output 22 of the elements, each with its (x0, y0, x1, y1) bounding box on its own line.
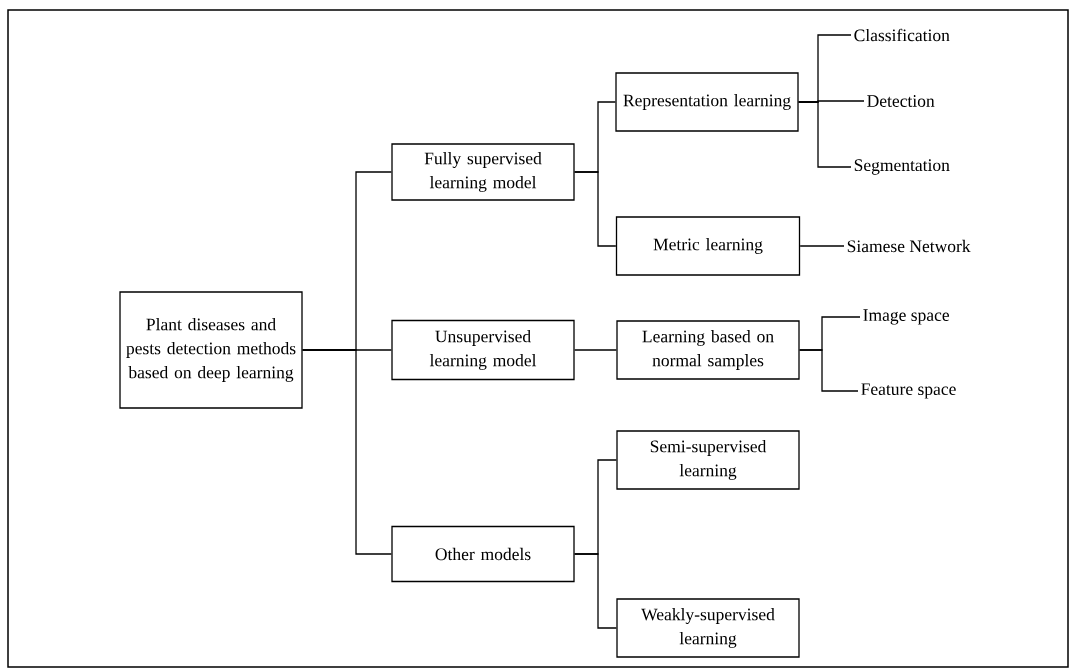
box: Learning based on normal samples (616, 320, 800, 380)
connector (799, 245, 845, 247)
connector (574, 349, 617, 351)
connector (799, 349, 859, 392)
connector (302, 349, 392, 555)
box: Representation learning (615, 72, 799, 132)
label: Segmentation (854, 159, 950, 175)
box: Other models (391, 525, 575, 583)
box: Unsupervised learning model (391, 319, 575, 381)
connector (574, 553, 617, 629)
label: Feature space (861, 383, 956, 399)
connector (798, 101, 852, 168)
label: Siamese Network (847, 239, 971, 253)
box: Semi-supervised learning (616, 430, 800, 490)
box: Metric learning (615, 216, 801, 276)
connector (574, 171, 617, 247)
box: Plant diseases and pests detection methods based on deep learning (119, 291, 303, 409)
box: Fully supervised learning model (391, 143, 575, 201)
box: Weakly-supervised learning (616, 598, 800, 658)
label: Image space (863, 309, 949, 325)
label: Detection (867, 95, 935, 107)
label: Classification (854, 28, 950, 42)
